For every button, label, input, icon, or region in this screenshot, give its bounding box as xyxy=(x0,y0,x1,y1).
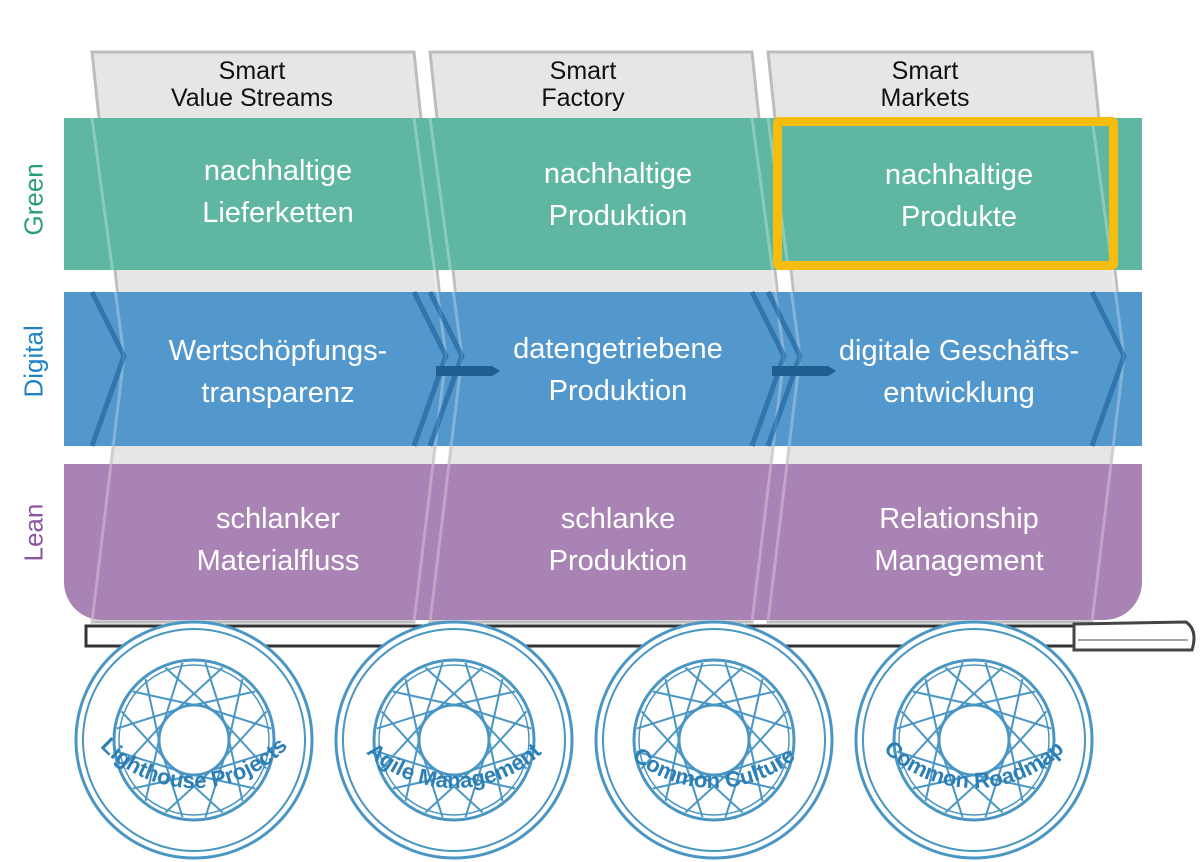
wheel-rim xyxy=(372,658,536,822)
cell-text: datengetriebene xyxy=(513,333,723,365)
cell-lean-factory: schlanke Produktion xyxy=(468,498,768,582)
column-title-line: Smart xyxy=(891,57,959,85)
cell-text: Produkte xyxy=(900,201,1018,233)
column-title-line: Value Streams xyxy=(170,84,334,112)
cell-text: nachhaltige xyxy=(203,155,353,187)
cell-text: transparenz xyxy=(201,377,355,409)
cell-text: Produktion xyxy=(548,200,688,232)
cell-text: Relationship xyxy=(879,503,1039,535)
wheel-hub xyxy=(417,703,491,777)
cell-text: nachhaltige xyxy=(884,159,1034,191)
connector-arrow xyxy=(772,366,836,376)
cell-digital-value-streams: Wertschöpfungs- transparenz xyxy=(128,330,428,414)
band-lean xyxy=(64,464,1142,620)
cell-text: Materialfluss xyxy=(196,545,360,577)
column-title-factory: Smart Factory xyxy=(453,58,713,112)
wheel-rim xyxy=(112,658,276,822)
cell-green-value-streams: nachhaltige Lieferketten xyxy=(128,150,428,234)
cell-lean-markets: Relationship Management xyxy=(809,498,1109,582)
tow-bar xyxy=(1072,620,1196,652)
wheel-hub xyxy=(937,703,1011,777)
column-title-line: Markets xyxy=(880,84,970,112)
cell-text: Management xyxy=(874,545,1044,577)
column-title-markets: Smart Markets xyxy=(795,58,1055,112)
cell-lean-value-streams: schlanker Materialfluss xyxy=(128,498,428,582)
cell-text: schlanker xyxy=(215,503,341,535)
column-title-value-streams: Smart Value Streams xyxy=(122,58,382,112)
cell-digital-markets: digitale Geschäfts- entwicklung xyxy=(809,330,1109,414)
cell-text: entwicklung xyxy=(883,377,1035,409)
cell-text: nachhaltige xyxy=(543,158,693,190)
cell-digital-factory: datengetriebene Produktion xyxy=(468,328,768,412)
column-title-line: Smart xyxy=(218,57,286,85)
cell-text: digitale Geschäfts- xyxy=(838,335,1080,367)
wheel-hub xyxy=(157,703,231,777)
wheel-hub xyxy=(677,703,751,777)
column-title-line: Factory xyxy=(541,84,625,112)
cell-text: Produktion xyxy=(548,375,688,407)
wheel xyxy=(594,620,834,860)
cell-green-markets: nachhaltige Produkte xyxy=(809,154,1109,238)
wheel-rim xyxy=(632,658,796,822)
band-green xyxy=(64,118,1142,270)
wheel xyxy=(854,620,1094,860)
connector-arrow xyxy=(436,366,500,376)
cell-text: Produktion xyxy=(548,545,688,577)
cell-text: schlanke xyxy=(560,503,676,535)
wheel xyxy=(74,620,314,860)
cell-text: Lieferketten xyxy=(202,197,354,229)
highlight-frame xyxy=(773,117,1118,270)
cell-green-factory: nachhaltige Produktion xyxy=(468,153,768,237)
band-digital xyxy=(64,292,1142,446)
wheel-rim xyxy=(892,658,1056,822)
cell-text: Wertschöpfungs- xyxy=(168,335,388,367)
column-title-line: Smart xyxy=(549,57,617,85)
wheel xyxy=(334,620,574,860)
